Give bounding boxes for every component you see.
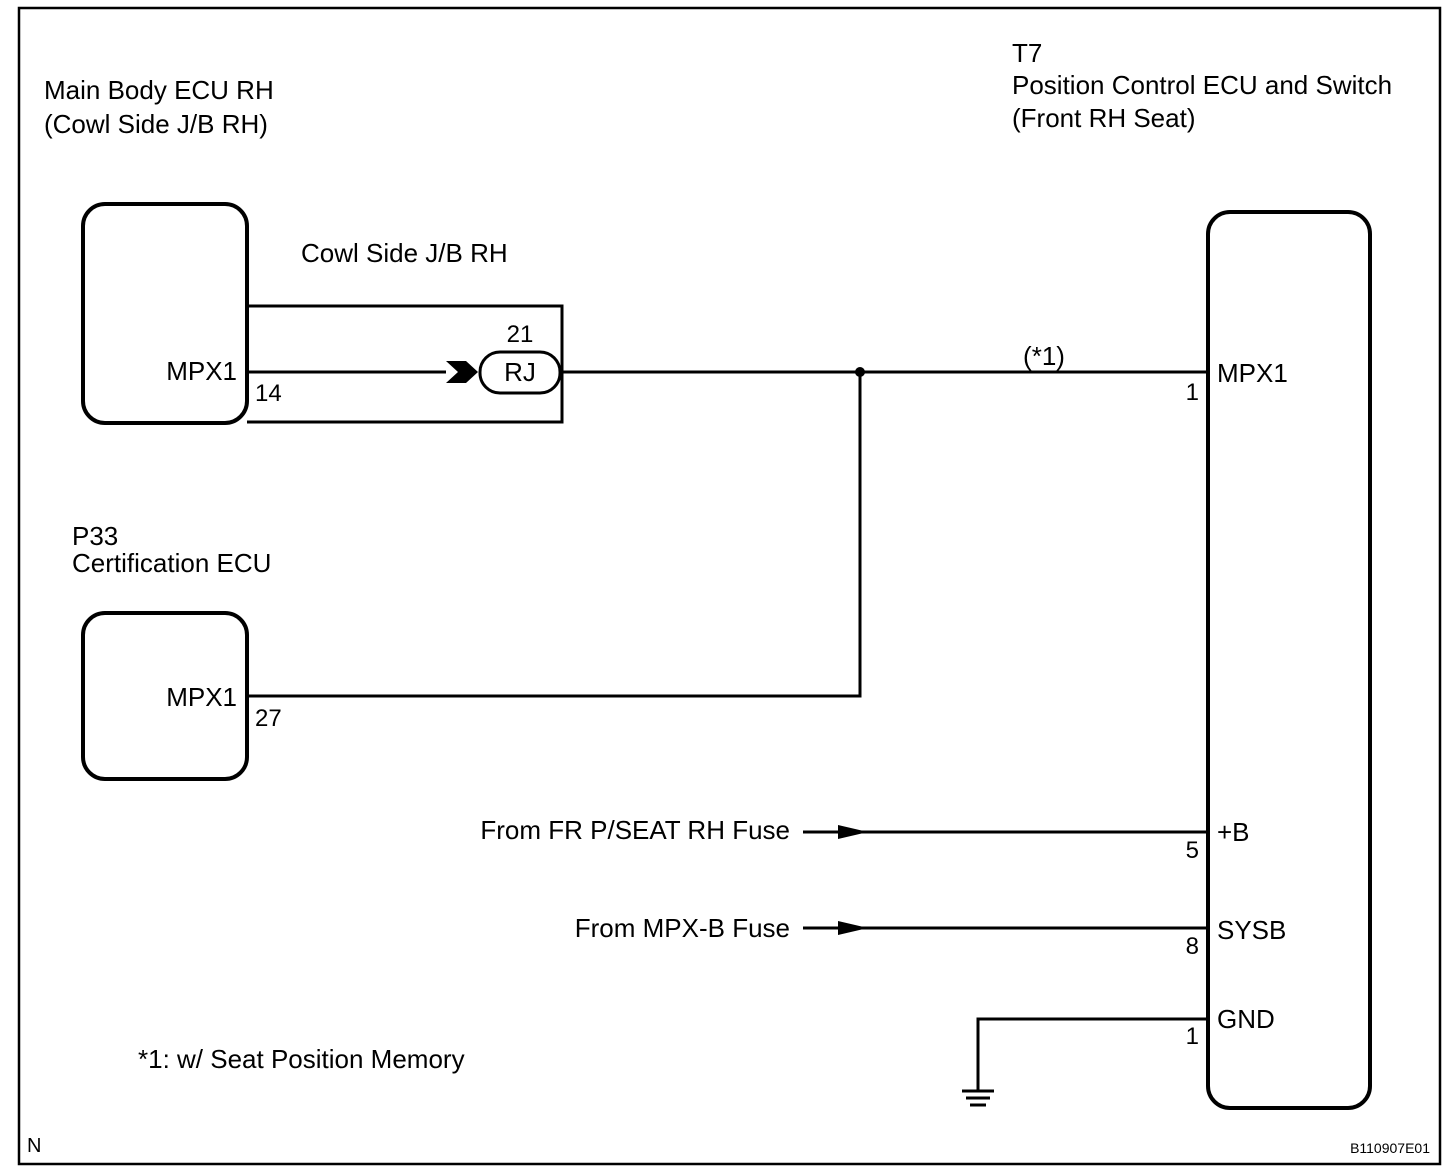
fr-pseat-arrow-icon xyxy=(838,825,868,839)
corner-mark: N xyxy=(27,1135,41,1157)
fuse-fr-pseat-label: From FR P/SEAT RH Fuse xyxy=(480,815,790,845)
wire-splice-to-certification-ecu xyxy=(247,372,862,698)
junction-block-outline xyxy=(247,304,564,424)
position-ecu-pin-plus-b: 5 xyxy=(1186,837,1199,864)
main-body-ecu-terminal-label: MPX1 xyxy=(166,356,237,386)
wire-ground xyxy=(976,1017,1208,1090)
certification-ecu-pin: 27 xyxy=(255,705,282,732)
footnote: *1: w/ Seat Position Memory xyxy=(138,1044,465,1074)
position-ecu-pin-sysb: 8 xyxy=(1186,933,1199,960)
main-body-ecu-pin: 14 xyxy=(255,380,282,407)
certification-ecu-title: Certification ECU xyxy=(72,548,271,578)
position-ecu-title: Position Control ECU and Switch xyxy=(1012,70,1392,100)
figure-id: B110907E01 xyxy=(1350,1140,1430,1156)
diagram-frame xyxy=(17,6,1442,1166)
position-ecu-code: T7 xyxy=(1012,38,1042,68)
rj-connector-chevron xyxy=(446,361,478,383)
fuse-mpx-b-label: From MPX-B Fuse xyxy=(575,913,790,943)
junction-block-pin: 21 xyxy=(507,321,534,348)
position-ecu-pin-mpx1: 1 xyxy=(1186,379,1199,406)
position-ecu-terminal-gnd: GND xyxy=(1217,1004,1275,1034)
main-body-ecu-subtitle: (Cowl Side J/B RH) xyxy=(44,109,268,139)
rj-connector-label: RJ xyxy=(504,357,536,387)
main-body-ecu-title: Main Body ECU RH xyxy=(44,75,274,105)
junction-block-title: Cowl Side J/B RH xyxy=(301,238,508,268)
certification-ecu-code: P33 xyxy=(72,521,118,551)
certification-ecu-box xyxy=(81,611,249,781)
ground-symbol-icon xyxy=(962,1089,994,1107)
mpx-note-marker: (*1) xyxy=(1023,341,1065,371)
position-ecu-subtitle: (Front RH Seat) xyxy=(1012,103,1196,133)
position-ecu-pin-gnd: 1 xyxy=(1186,1023,1199,1050)
position-ecu-terminal-plus-b: +B xyxy=(1217,817,1250,847)
certification-ecu-terminal-label: MPX1 xyxy=(166,682,237,712)
mpx-b-arrow-icon xyxy=(838,921,868,935)
position-ecu-box xyxy=(1206,210,1372,1110)
position-ecu-terminal-mpx1: MPX1 xyxy=(1217,358,1288,388)
main-body-ecu-box xyxy=(81,202,249,425)
position-ecu-terminal-sysb: SYSB xyxy=(1217,915,1286,945)
